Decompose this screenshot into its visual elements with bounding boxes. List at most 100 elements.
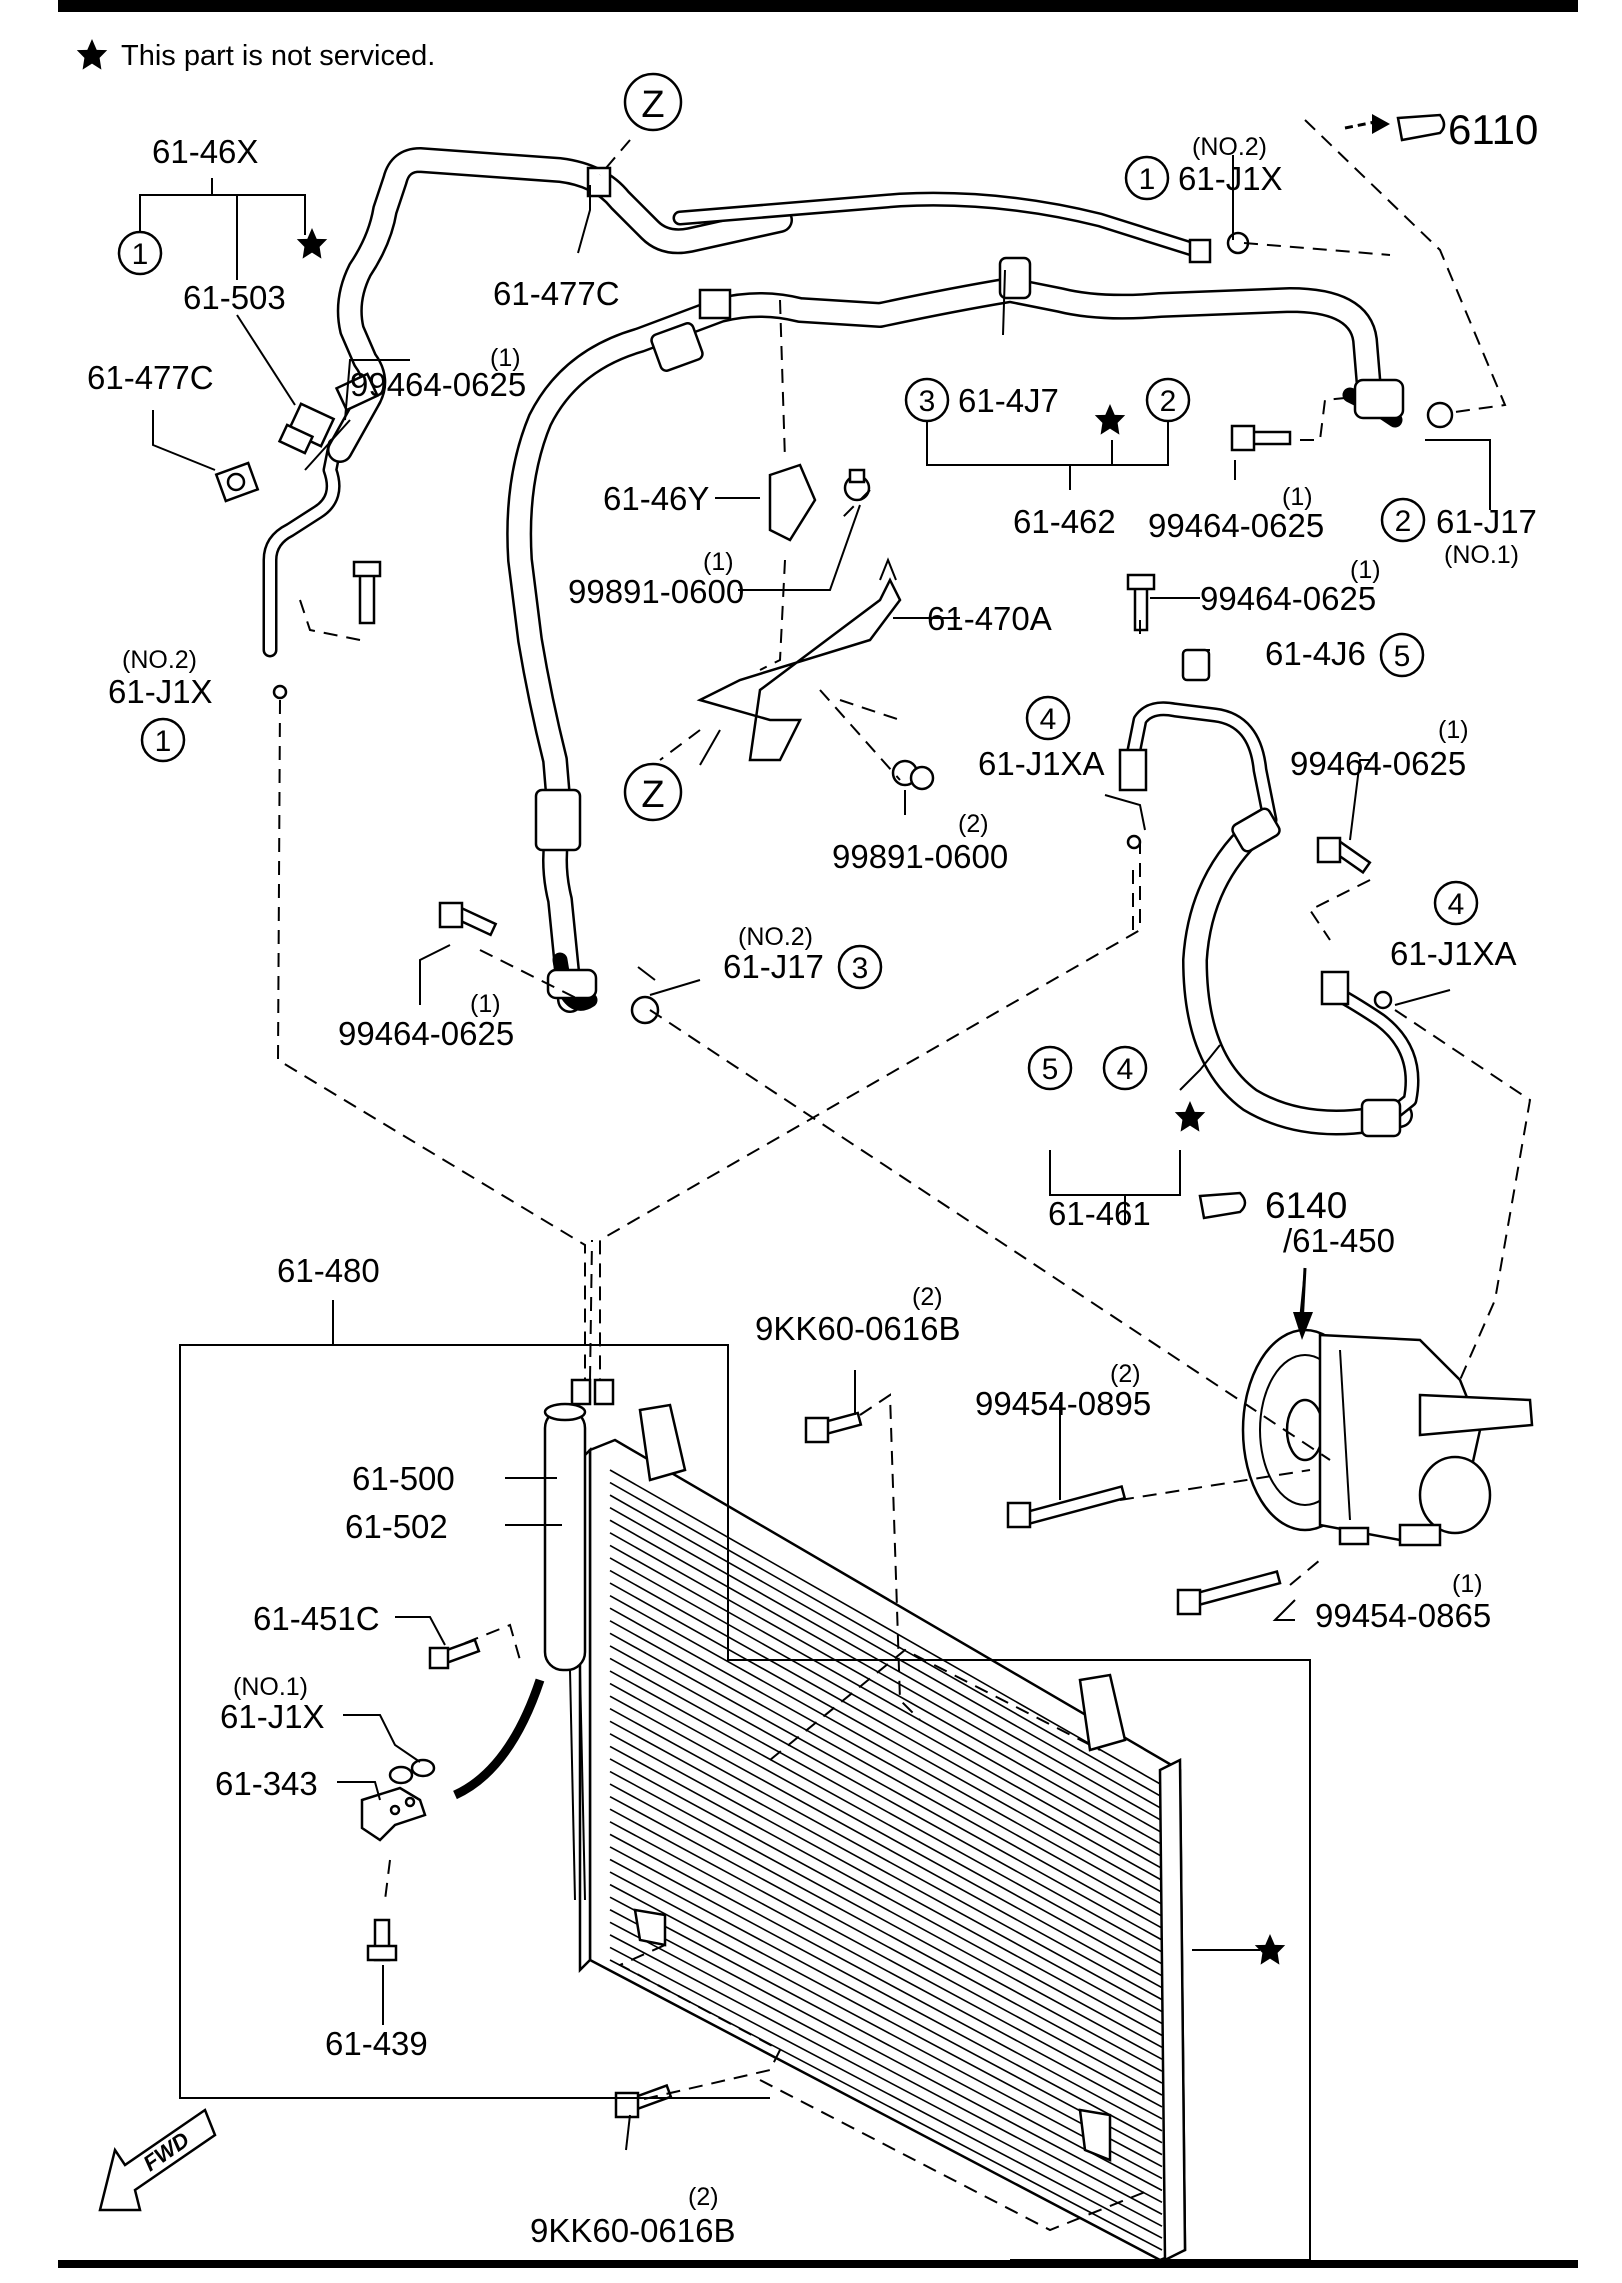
star-icon — [1254, 1934, 1286, 1965]
condenser-fin-line — [609, 1594, 1163, 1905]
label-61-J1X: 61-J1X — [220, 1698, 325, 1735]
condenser-fin-line — [609, 1846, 1163, 2144]
condenser-fin-line — [609, 1620, 1163, 1929]
fasteners — [272, 231, 1454, 2119]
condenser-61-480 — [453, 1378, 1187, 2263]
qty: (1) — [703, 548, 734, 576]
qty: (2) — [912, 1283, 943, 1311]
pointing-hand-icon — [1396, 113, 1446, 142]
label-61-J17: 61-J17 — [1436, 503, 1537, 540]
clamp-61-477C-left — [214, 461, 260, 503]
qty: (2) — [958, 810, 989, 838]
label-99464-0625: 99464-0625 — [1290, 745, 1466, 782]
callout-2: 2 — [1395, 505, 1412, 538]
callout-3: 3 — [852, 952, 869, 985]
hose-61-461 — [1118, 648, 1420, 1138]
label-99454-0865: 99454-0865 — [1315, 1597, 1491, 1634]
indicator-arrow — [453, 1678, 545, 1800]
qty: (1) — [1282, 483, 1313, 511]
condenser-fin-line — [609, 1733, 1163, 2037]
bottom-border-bar — [58, 2260, 1578, 2268]
label-9KK60-0616B: 9KK60-0616B — [530, 2212, 736, 2249]
qty: (1) — [1438, 716, 1469, 744]
condenser-fin-line — [609, 1569, 1163, 1882]
label-no2: (NO.2) — [1192, 133, 1267, 161]
label-61-439: 61-439 — [325, 2025, 428, 2062]
callout-4: 4 — [1448, 888, 1465, 921]
label-61-502: 61-502 — [345, 1508, 448, 1545]
condenser-fin-line — [609, 1708, 1163, 2013]
condenser-fin-line — [609, 1833, 1163, 2132]
callout-1: 1 — [132, 238, 149, 271]
condenser-fin-line — [609, 1481, 1163, 1798]
star-icon — [76, 39, 108, 70]
condenser-fin-line — [609, 1682, 1163, 1989]
label-61-J1XA: 61-J1XA — [978, 745, 1105, 782]
condenser-fin-line — [609, 1821, 1163, 2120]
condenser-fin-line — [609, 1632, 1163, 1941]
ref-6140: 6140 — [1265, 1185, 1347, 1226]
reference-6140: 6140 /61-450 — [1198, 1185, 1395, 1259]
label-61-46Y: 61-46Y — [603, 480, 709, 517]
label-9KK60-0616B: 9KK60-0616B — [755, 1310, 961, 1347]
pointing-hand-icon — [1198, 1191, 1247, 1220]
condenser-fin-line — [609, 1946, 1163, 2239]
pressure-switch-connector — [586, 166, 612, 198]
qty: (1) — [1452, 1570, 1483, 1598]
receiver-drier-61-500 — [543, 1408, 587, 1672]
condenser-fin-line — [609, 1532, 1163, 1846]
condenser-fin-line — [609, 1770, 1163, 2072]
star-icon — [1174, 1101, 1206, 1132]
label-99891-0600: 99891-0600 — [832, 838, 1008, 875]
condenser-fin-line — [609, 1469, 1163, 1786]
condenser-fin-line — [609, 1795, 1163, 2096]
label-61-503: 61-503 — [183, 279, 286, 316]
condenser-fin-line — [609, 1883, 1163, 2180]
small-parts-lower-left — [360, 1638, 481, 1962]
qty: (2) — [688, 2183, 719, 2211]
star-icon — [296, 228, 328, 259]
condenser-fin-line — [609, 1494, 1163, 1810]
label-61-J17: 61-J17 — [723, 948, 824, 985]
condenser-fin-line — [609, 1896, 1163, 2192]
condenser-fin-line — [609, 1582, 1163, 1894]
hose-61-462 — [506, 256, 1405, 1013]
label-99464-0625: 99464-0625 — [350, 366, 526, 403]
condenser-fin-line — [609, 1934, 1163, 2227]
label-no2: (NO.2) — [122, 646, 197, 674]
condenser-fin-line — [609, 1670, 1163, 1977]
callout-5: 5 — [1394, 640, 1411, 673]
callout-5: 5 — [1042, 1053, 1059, 1086]
label-61-451C: 61-451C — [253, 1600, 380, 1637]
callout-1: 1 — [155, 725, 172, 758]
service-port-61-4J7 — [998, 256, 1032, 300]
condenser-fin-line — [609, 1544, 1163, 1858]
callout-1: 1 — [1139, 163, 1156, 196]
qty: (2) — [1110, 1360, 1141, 1388]
condenser-fin-line — [609, 1657, 1163, 1965]
leader-lines — [139, 155, 1491, 2261]
condenser-fin-line — [609, 1858, 1163, 2156]
sensor-61-503 — [277, 402, 336, 455]
label-61-343: 61-343 — [215, 1765, 318, 1802]
hose-61-46X — [262, 147, 1212, 658]
top-border-bar — [58, 0, 1578, 12]
arrowhead — [1293, 1312, 1313, 1340]
qty: (1) — [490, 344, 521, 372]
label-61-4J7: 61-4J7 — [958, 382, 1059, 419]
condenser-fin-line — [609, 1557, 1163, 1870]
cap-61-4J6 — [1181, 648, 1211, 682]
label-no1: (NO.1) — [1444, 541, 1519, 569]
condenser-fin-line — [609, 1783, 1163, 2084]
label-99891-0600: 99891-0600 — [568, 573, 744, 610]
part-labels: 61-46X 61-503 61-477C 61-477C (NO.2) 61-… — [87, 133, 1537, 2249]
reference-6110: 6110 — [1344, 106, 1538, 153]
label-61-4J6: 61-4J6 — [1265, 635, 1366, 672]
condenser-fin-line — [609, 1645, 1163, 1953]
fwd-arrow-icon: FWD — [98, 2108, 217, 2212]
bracket-61-46Y — [768, 463, 817, 542]
label-61-461: 61-461 — [1048, 1195, 1151, 1232]
label-61-500: 61-500 — [352, 1460, 455, 1497]
